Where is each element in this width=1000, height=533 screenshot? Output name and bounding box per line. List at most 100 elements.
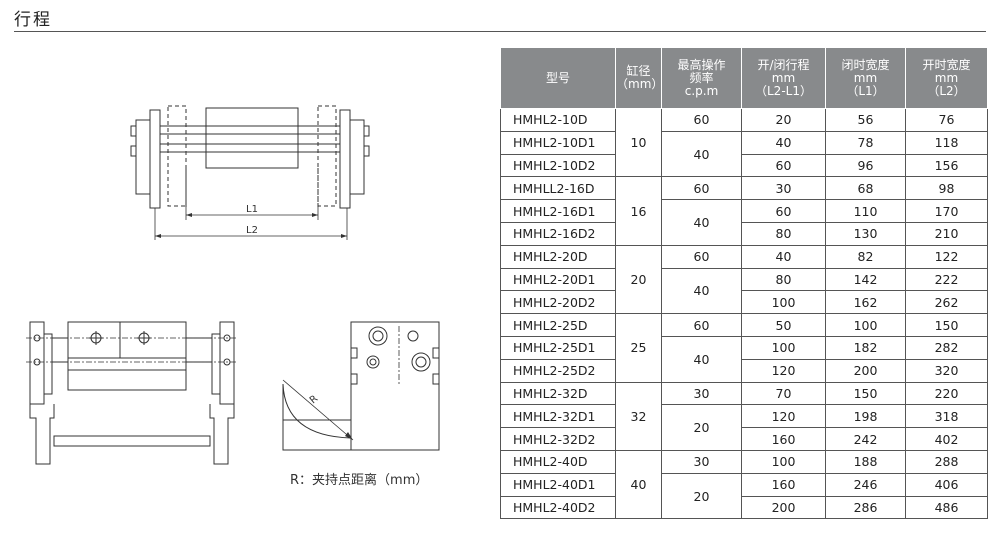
open-width-cell: 486 [905, 495, 988, 520]
model-cell: HMHL2-20D [500, 244, 616, 269]
top-view-drawing: L1 L2 [130, 105, 370, 240]
open-width-cell: 262 [905, 290, 988, 315]
open-width-cell: 170 [905, 199, 988, 223]
model-cell: HMHL2-16D1 [500, 199, 616, 223]
closed-width-cell: 82 [825, 244, 906, 269]
closed-width-cell: 96 [825, 153, 906, 178]
stroke-cell: 40 [741, 244, 826, 269]
header-bore: 缸径 （mm） [615, 47, 663, 109]
closed-width-cell: 198 [825, 404, 906, 429]
open-width-cell: 320 [905, 358, 988, 383]
model-cell: HMHL2-10D1 [500, 130, 616, 155]
side-view-drawing: R [282, 321, 440, 451]
model-cell: HMHL2-25D1 [500, 335, 616, 360]
frequency-cell: 20 [661, 404, 742, 451]
closed-width-cell: 100 [825, 313, 906, 337]
model-cell: HMHL2-40D [500, 449, 616, 474]
front-view-drawing [26, 321, 238, 465]
frequency-cell: 30 [661, 381, 742, 406]
dim-label-l2: L2 [246, 225, 258, 236]
frequency-cell: 60 [661, 108, 742, 132]
stroke-cell: 20 [741, 108, 826, 132]
stroke-cell: 40 [741, 130, 826, 155]
header-stroke: 开/闭行程 mm （L2-L1） [741, 47, 826, 109]
model-cell: HMHL2-20D1 [500, 267, 616, 292]
open-width-cell: 150 [905, 313, 988, 337]
closed-width-cell: 242 [825, 427, 906, 451]
closed-width-cell: 182 [825, 335, 906, 360]
model-cell: HMHL2-40D2 [500, 495, 616, 520]
bore-cell: 16 [615, 176, 662, 246]
bore-cell: 25 [615, 313, 662, 383]
bore-cell: 40 [615, 449, 662, 520]
frequency-cell: 40 [661, 267, 742, 315]
open-width-cell: 282 [905, 335, 988, 360]
frequency-cell: 40 [661, 335, 742, 383]
stroke-cell: 30 [741, 176, 826, 201]
open-width-cell: 118 [905, 130, 988, 155]
closed-width-cell: 110 [825, 199, 906, 223]
stroke-cell: 80 [741, 221, 826, 246]
open-width-cell: 76 [905, 108, 988, 132]
stroke-cell: 50 [741, 313, 826, 337]
open-width-cell: 402 [905, 427, 988, 451]
frequency-cell: 60 [661, 176, 742, 201]
stroke-cell: 100 [741, 290, 826, 315]
header-closed-width: 闭时宽度 mm （L1） [825, 47, 906, 109]
bore-cell: 20 [615, 244, 662, 315]
closed-width-cell: 68 [825, 176, 906, 201]
open-width-cell: 98 [905, 176, 988, 201]
bore-cell: 10 [615, 107, 662, 178]
model-cell: HMHL2-20D2 [500, 290, 616, 315]
dim-label-l1: L1 [246, 204, 258, 215]
stroke-cell: 160 [741, 427, 826, 451]
model-cell: HMHLL2-16D [500, 176, 616, 201]
stroke-cell: 70 [741, 381, 826, 406]
stroke-cell: 100 [741, 449, 826, 474]
frequency-cell: 40 [661, 199, 742, 246]
drawing-caption: R：夹持点距离（mm） [290, 473, 429, 488]
closed-width-cell: 162 [825, 290, 906, 315]
closed-width-cell: 150 [825, 381, 906, 406]
frequency-cell: 40 [661, 130, 742, 178]
header-open-width: 开时宽度 mm （L2） [905, 47, 988, 109]
closed-width-cell: 246 [825, 472, 906, 497]
closed-width-cell: 286 [825, 495, 906, 520]
header-frequency: 最高操作 频率 c.p.m [661, 47, 742, 109]
model-cell: HMHL2-10D [500, 108, 616, 132]
open-width-cell: 288 [905, 449, 988, 474]
stroke-spec-table: 型号 缸径 （mm） 最高操作 频率 c.p.m 开/闭行程 mm （L2-L1… [500, 47, 988, 520]
table-header-row: 型号 缸径 （mm） 最高操作 频率 c.p.m 开/闭行程 mm （L2-L1… [500, 47, 988, 109]
open-width-cell: 122 [905, 244, 988, 269]
header-model: 型号 [500, 47, 616, 109]
closed-width-cell: 200 [825, 358, 906, 383]
frequency-cell: 60 [661, 313, 742, 337]
open-width-cell: 406 [905, 472, 988, 497]
closed-width-cell: 56 [825, 108, 906, 132]
frequency-cell: 60 [661, 244, 742, 269]
closed-width-cell: 188 [825, 449, 906, 474]
stroke-cell: 60 [741, 199, 826, 223]
title-divider [14, 31, 986, 32]
model-cell: HMHL2-25D [500, 313, 616, 337]
closed-width-cell: 142 [825, 267, 906, 292]
stroke-cell: 160 [741, 472, 826, 497]
model-cell: HMHL2-40D1 [500, 472, 616, 497]
bore-cell: 32 [615, 381, 662, 451]
open-width-cell: 220 [905, 381, 988, 406]
model-cell: HMHL2-32D1 [500, 404, 616, 429]
frequency-cell: 30 [661, 449, 742, 474]
